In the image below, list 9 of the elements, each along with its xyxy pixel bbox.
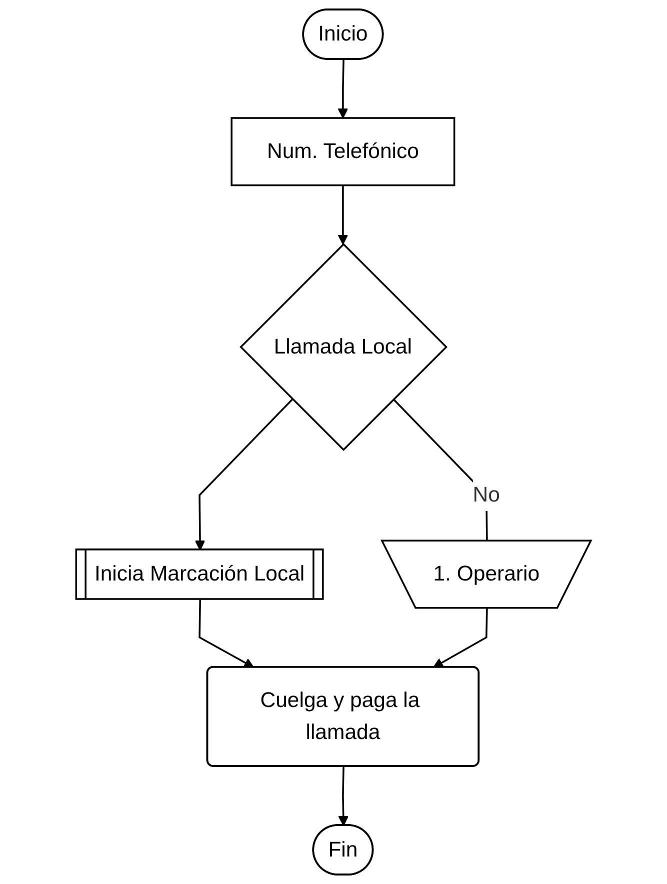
arrow [198,600,254,668]
edge-label: No [472,482,500,506]
arrow [338,766,349,826]
node-diamond: Llamada Local [240,243,448,451]
node-box: Num. Telefónico [230,117,456,186]
arrow [338,60,348,118]
arrow [338,185,348,245]
arrow [432,608,488,668]
arrow [194,398,294,550]
